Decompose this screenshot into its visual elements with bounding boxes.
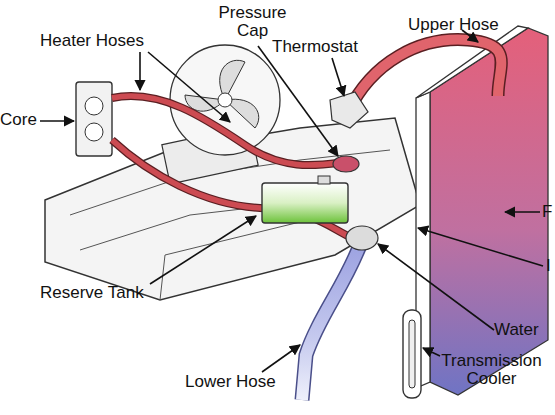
radiator-core [430, 28, 548, 395]
lower-hose-outline [302, 245, 360, 400]
leader-line [418, 228, 543, 266]
heater-hose [112, 96, 345, 165]
thermostat-housing [330, 92, 368, 128]
reserve-tank-cap [318, 176, 330, 184]
leader-line [378, 244, 494, 330]
heater-hose [112, 140, 352, 238]
transmission-cooler-slot [409, 320, 415, 388]
leader-lines [40, 30, 543, 372]
part-label: Thermostat [272, 38, 382, 56]
fan-hub [218, 93, 232, 107]
pressure-cap [333, 156, 359, 172]
leader-line [139, 52, 141, 90]
reserve-tank [262, 183, 348, 223]
fan-shroud [170, 45, 280, 155]
part-label: Reserve Tank [40, 284, 180, 302]
leader-line [505, 211, 540, 213]
leader-line [332, 58, 344, 96]
heater-hose-outline [112, 96, 345, 165]
upper-hose [348, 40, 501, 112]
heater-core-fan [85, 97, 103, 115]
upper-hose-outline [348, 40, 501, 112]
heater-core-fan [85, 123, 103, 141]
part-label: Pressure Cap [215, 4, 290, 40]
heater-hose-outline [112, 140, 352, 238]
engine-edge [160, 222, 300, 300]
leader-line [148, 52, 230, 122]
water-pump [346, 226, 378, 250]
part-label: Core [0, 111, 45, 129]
leader-line [150, 216, 256, 284]
transmission-cooler [403, 310, 421, 398]
leader-line [258, 46, 338, 156]
lower-hose [302, 245, 360, 400]
leader-line [40, 120, 74, 122]
part-label: Transmission Cooler [428, 352, 555, 388]
heater-core [76, 82, 112, 156]
part-label: Heater Hoses [40, 32, 160, 50]
part-label: Water [494, 321, 555, 339]
leader-line [262, 345, 300, 372]
part-label: Lower Hose [185, 373, 310, 391]
part-label: I [546, 257, 555, 275]
part-label: F [542, 203, 555, 221]
part-label: Upper Hose [408, 16, 533, 34]
leader-line [423, 348, 440, 356]
